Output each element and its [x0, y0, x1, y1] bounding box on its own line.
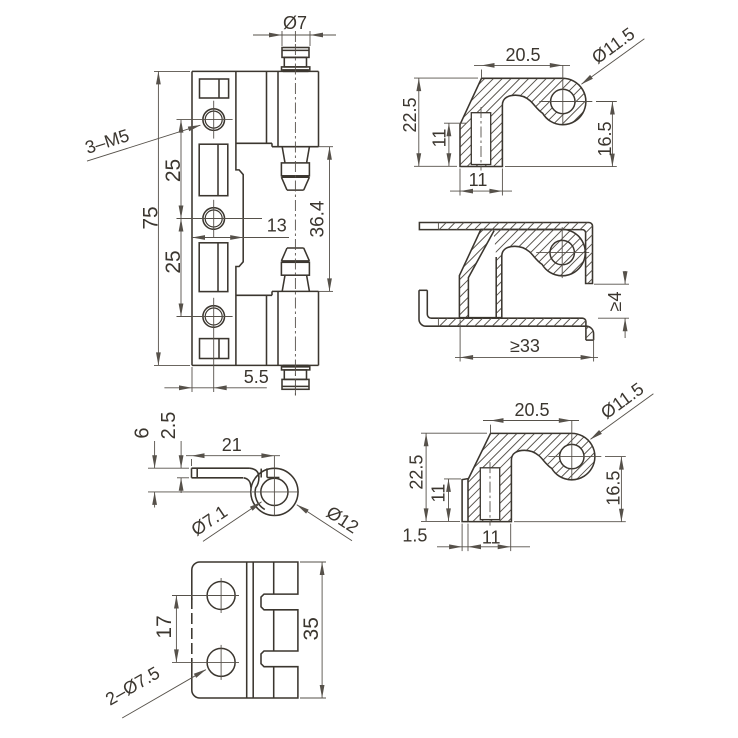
svg-text:13: 13	[267, 216, 287, 236]
svg-text:35: 35	[300, 617, 323, 640]
svg-text:11: 11	[469, 170, 488, 190]
svg-text:22.5: 22.5	[400, 97, 420, 132]
svg-text:≥33: ≥33	[510, 336, 540, 356]
svg-text:≥4: ≥4	[605, 292, 625, 312]
svg-text:25: 25	[162, 250, 185, 273]
svg-text:16.5: 16.5	[595, 121, 615, 156]
svg-text:36.4: 36.4	[308, 200, 329, 237]
svg-text:1.5: 1.5	[402, 525, 427, 545]
svg-text:20.5: 20.5	[505, 45, 540, 65]
svg-text:21: 21	[222, 435, 242, 455]
svg-text:11: 11	[429, 129, 449, 148]
svg-text:16.5: 16.5	[604, 471, 624, 506]
svg-text:20.5: 20.5	[514, 400, 549, 420]
svg-text:5.5: 5.5	[244, 367, 269, 387]
svg-text:22.5: 22.5	[407, 455, 427, 490]
svg-text:6: 6	[131, 427, 153, 438]
svg-text:11: 11	[429, 484, 449, 503]
svg-text:Ø7: Ø7	[283, 13, 307, 33]
svg-text:25: 25	[162, 159, 185, 182]
svg-text:2.5: 2.5	[158, 412, 180, 440]
svg-text:75: 75	[140, 206, 163, 229]
svg-text:17: 17	[153, 615, 176, 638]
svg-text:11: 11	[482, 527, 501, 547]
